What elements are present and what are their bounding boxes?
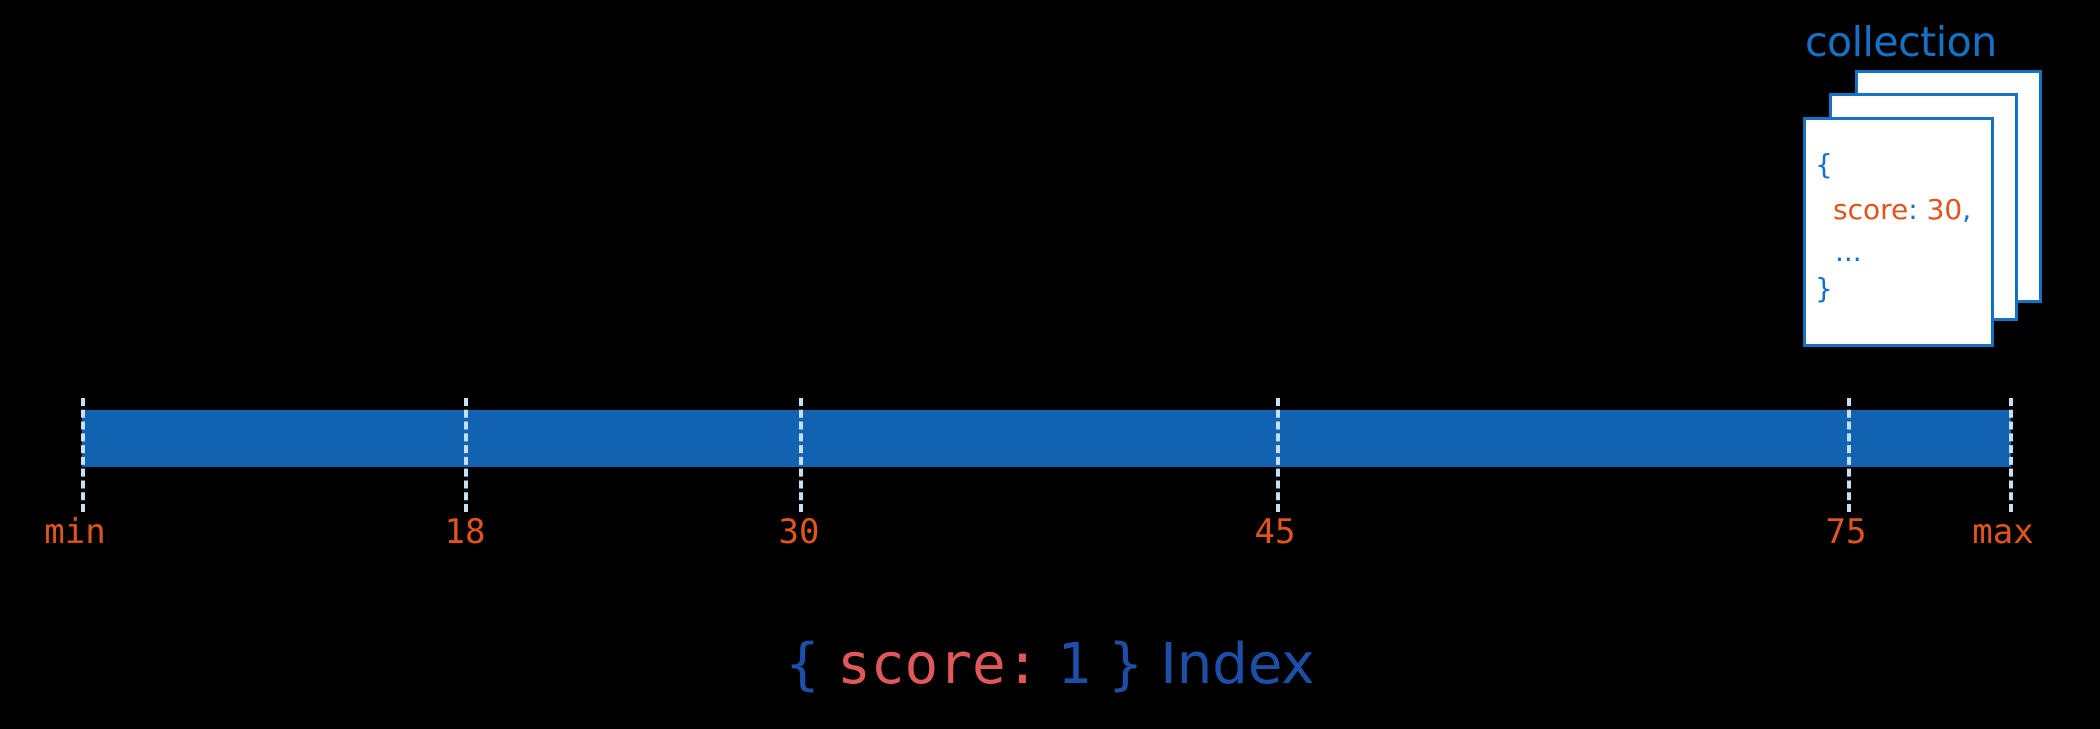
collection-title: collection (1805, 18, 1997, 66)
tick-30 (799, 398, 803, 512)
document-ellipsis: ... (1835, 235, 1862, 268)
document-open-brace: { (1815, 148, 1833, 181)
tick-label-30: 30 (778, 512, 820, 552)
caption-value: 1 (1057, 632, 1091, 697)
document-comma: , (1962, 193, 1972, 226)
document-field-line: score: 30, (1833, 196, 1971, 224)
tick-label-75: 75 (1825, 512, 1867, 552)
tick-max (2009, 398, 2013, 512)
document-colon: : (1908, 193, 1918, 226)
caption-field: score: (837, 632, 1040, 697)
tick-label-min: min (44, 512, 106, 552)
caption-close-brace: } (1108, 632, 1143, 697)
caption-index-label: Index (1160, 632, 1315, 697)
tick-min (81, 398, 85, 512)
caption-open-brace: { (785, 632, 820, 697)
document-close-brace: } (1815, 272, 1833, 305)
document-field-value: 30 (1926, 193, 1963, 226)
document-field-name: score (1833, 193, 1909, 226)
tick-75 (1847, 398, 1851, 512)
index-caption: { score: 1 } Index (0, 632, 2100, 697)
document-card-front (1803, 117, 1994, 347)
tick-18 (464, 398, 468, 512)
tick-label-max: max (1972, 512, 2034, 552)
tick-45 (1276, 398, 1280, 512)
tick-label-18: 18 (444, 512, 486, 552)
tick-label-45: 45 (1254, 512, 1296, 552)
index-bar (82, 410, 2011, 467)
